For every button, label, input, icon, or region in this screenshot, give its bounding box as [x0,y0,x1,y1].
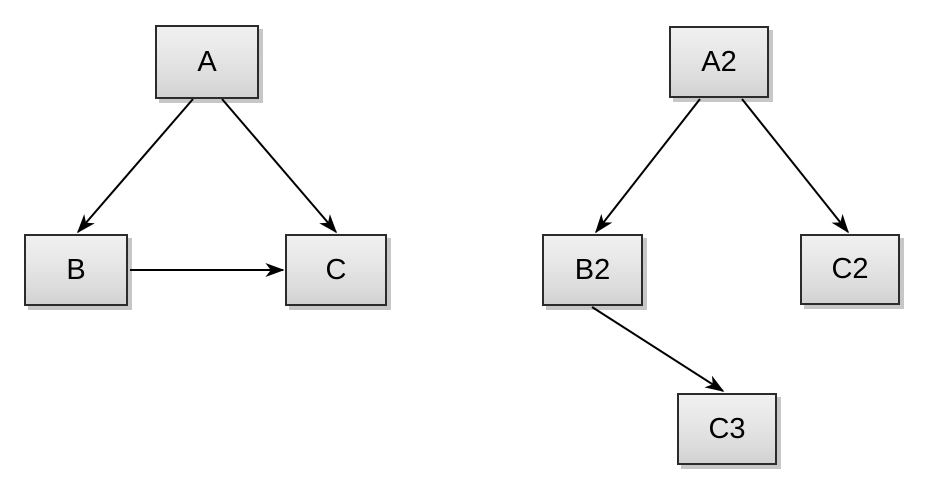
node-c-label: C [325,253,347,286]
edge-a2-to-c2 [741,98,849,234]
edge-a2-to-b2 [595,98,701,234]
node-c2-label: C2 [831,253,869,285]
node-c2[interactable]: C2 [800,234,900,305]
node-b-label: B [66,253,86,286]
node-a2-label: A2 [701,45,737,78]
node-b2-label: B2 [574,253,611,286]
node-c3[interactable]: C3 [677,393,777,465]
node-b2[interactable]: B2 [542,234,643,306]
node-a-label: A [197,45,217,78]
node-c3-label: C3 [708,412,746,445]
edge-a-to-c [221,98,338,234]
node-c[interactable]: C [285,234,387,306]
node-a[interactable]: A [155,25,259,99]
node-b[interactable]: B [24,234,128,306]
edge-a-to-b [76,98,194,234]
node-a2[interactable]: A2 [669,26,769,98]
edge-b2-to-c3 [591,306,725,392]
